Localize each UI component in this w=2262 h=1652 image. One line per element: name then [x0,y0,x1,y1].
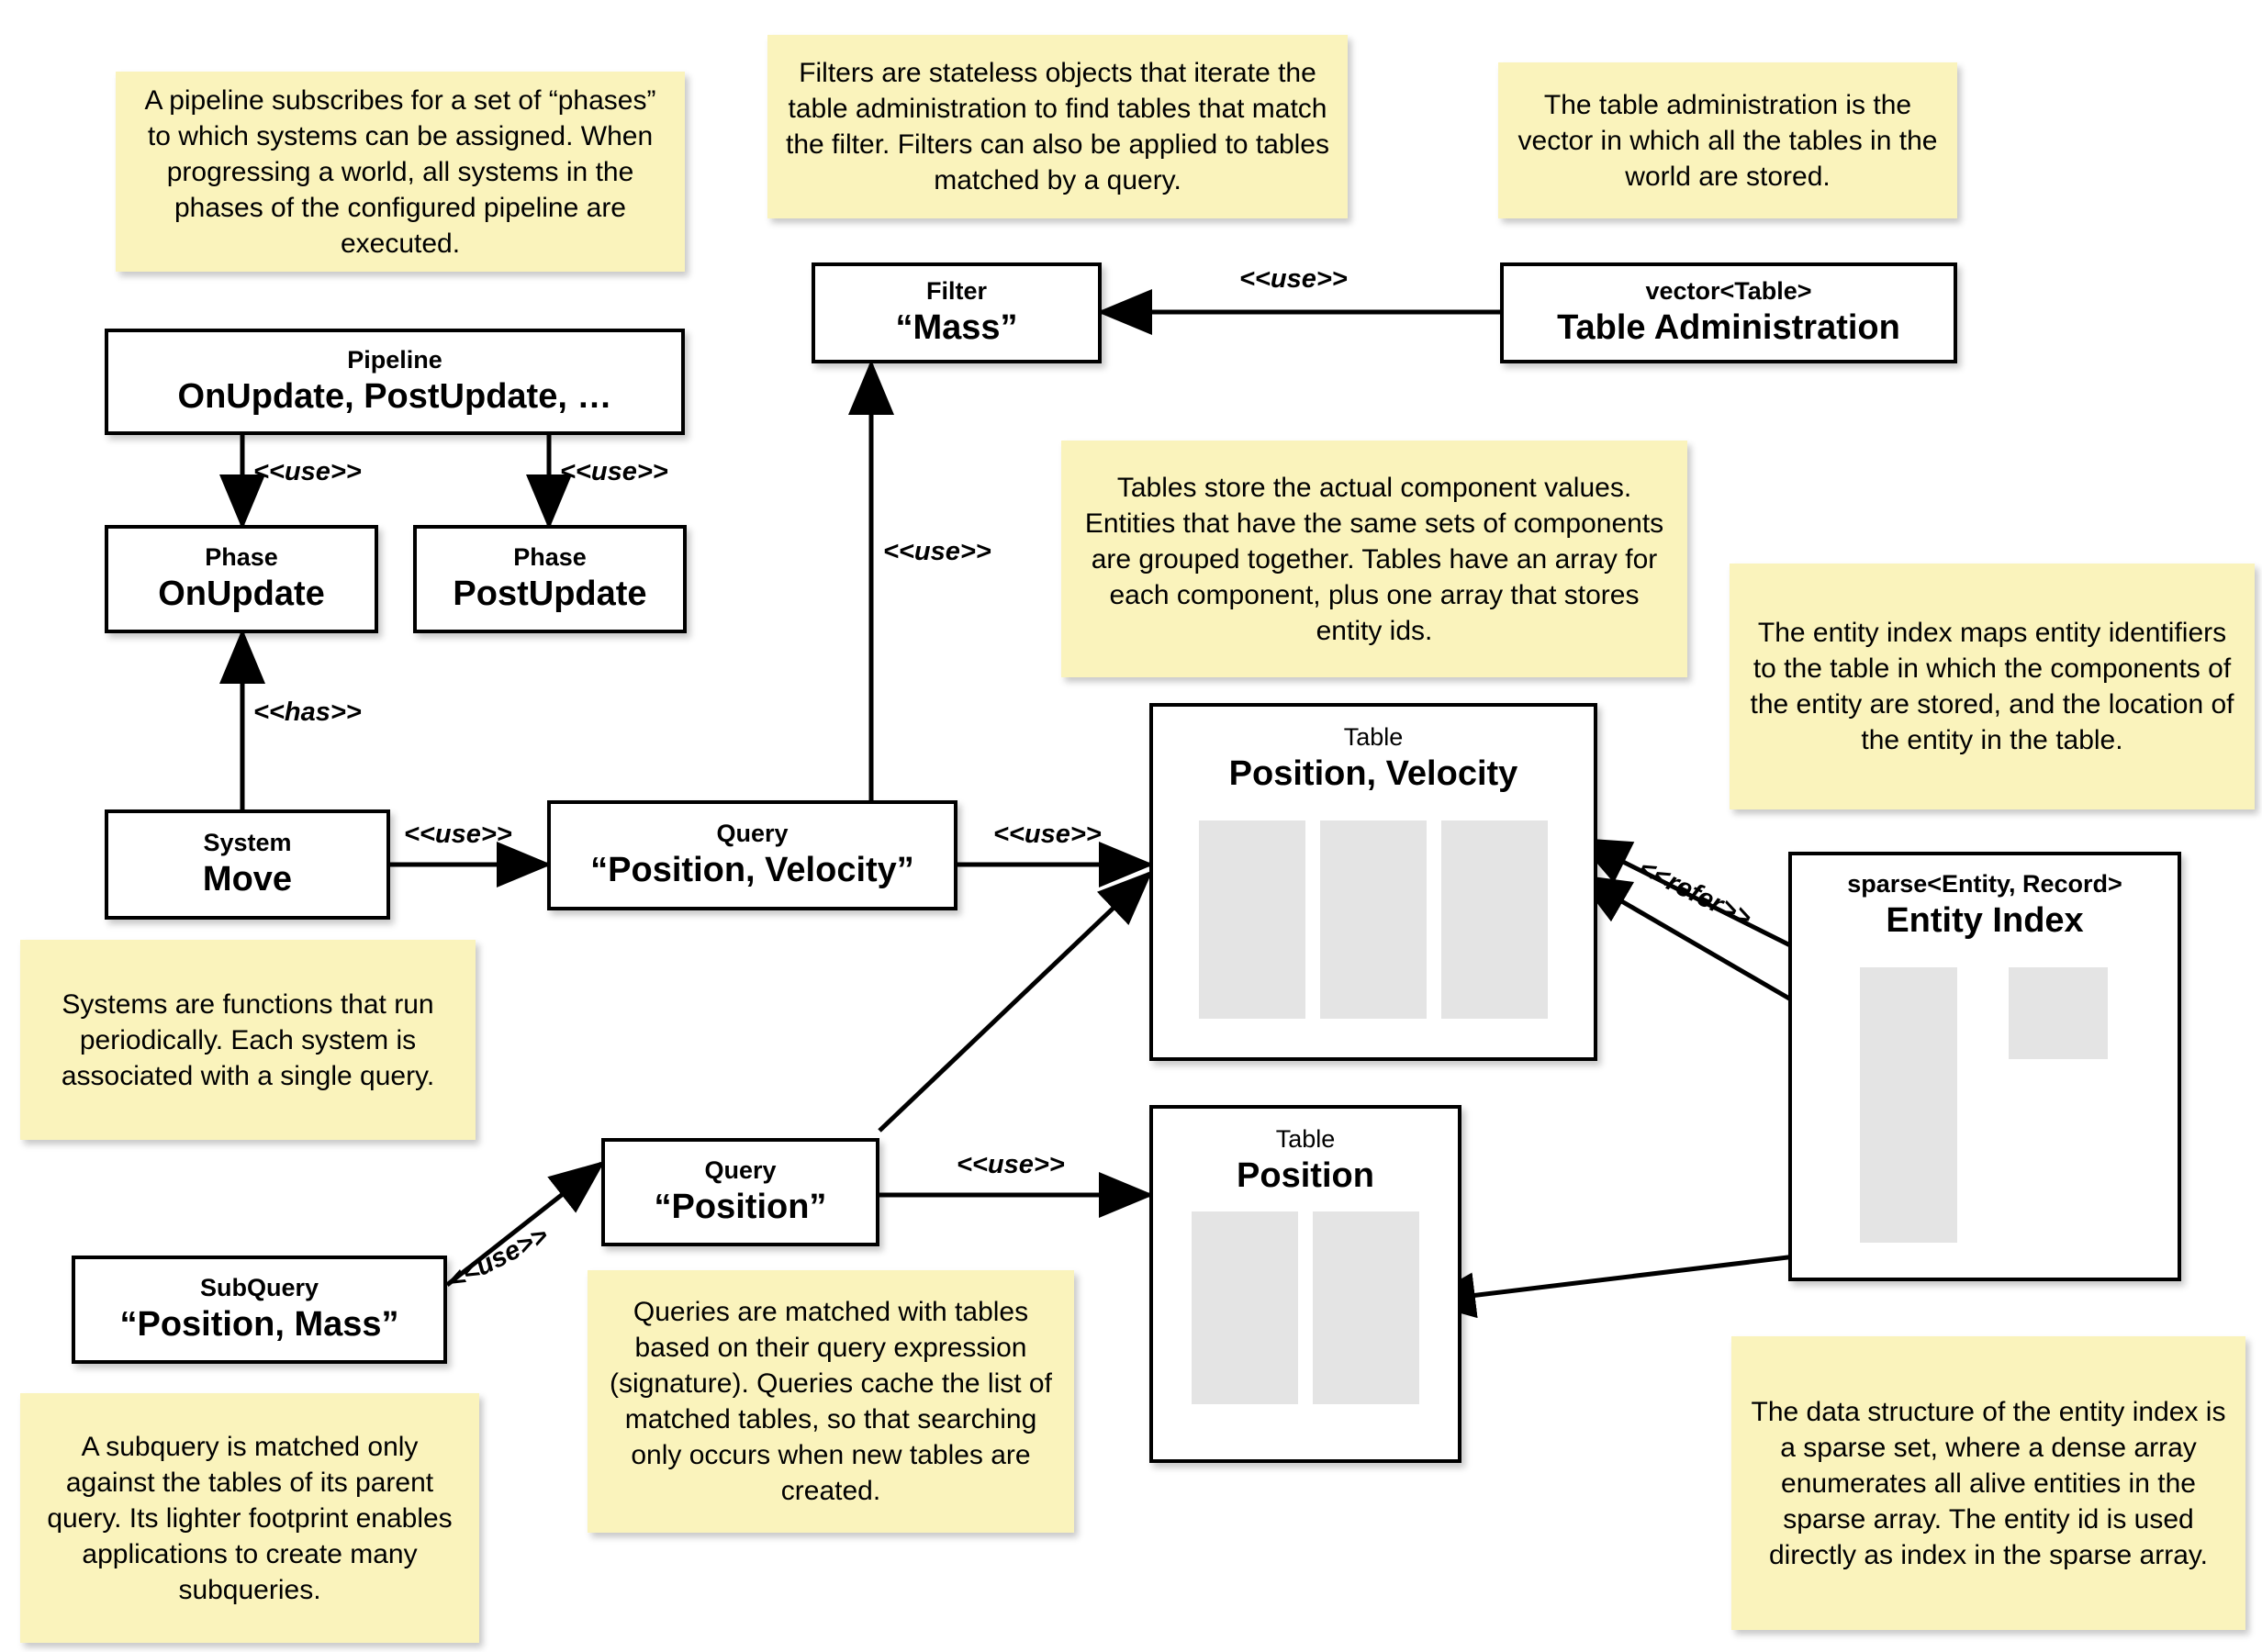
box-query-position-velocity-stereotype: Query [716,820,789,848]
note-table: Tables store the actual component values… [1061,441,1687,677]
edge-label-pipeline-to-phase-postupdate: <<use>> [560,457,668,486]
table-position-columns [1153,1211,1458,1404]
edge-label-query-position-to-table: <<use>> [957,1150,1065,1179]
box-filter-mass-stereotype: Filter [925,277,987,306]
table-pv-column-3 [1441,820,1548,1019]
box-table-position-velocity-stereotype: Table [1343,723,1404,751]
note-query: Queries are matched with tables based on… [588,1270,1074,1533]
table-position-column-2 [1313,1211,1419,1404]
note-table-administration: The table administration is the vector i… [1498,62,1957,218]
box-table-position-velocity-name: Position, Velocity [1228,754,1518,794]
note-sparse-set-text: The data structure of the entity index i… [1751,1396,2226,1570]
edge-label-pipeline-to-phase-onupdate: <<use>> [253,457,362,486]
note-filter-text: Filters are stateless objects that itera… [785,58,1329,195]
note-subquery: A subquery is matched only against the t… [20,1393,479,1643]
edge-query-position-to-table-pv [878,870,1153,1133]
box-entity-index-name: Entity Index [1886,901,2084,941]
table-pv-column-1 [1199,820,1305,1019]
box-filter-mass-name: “Mass” [895,308,1018,348]
box-pipeline-stereotype: Pipeline [347,346,442,374]
box-filter-mass[interactable]: Filter “Mass” [812,262,1102,363]
box-subquery-name: “Position, Mass” [119,1305,399,1345]
note-pipeline: A pipeline subscribes for a set of “phas… [116,72,685,272]
note-pipeline-text: A pipeline subscribes for a set of “phas… [144,84,656,259]
box-query-position-velocity[interactable]: Query “Position, Velocity” [547,800,957,910]
box-system-move-name: Move [202,860,293,899]
edge-label-tableadmin-to-filter: <<use>> [1239,264,1348,294]
box-table-position-name: Position [1237,1156,1374,1196]
entity-index-dense-array [2009,967,2108,1059]
box-subquery-stereotype: SubQuery [199,1274,319,1302]
note-system: Systems are functions that run periodica… [20,940,476,1140]
note-entity-index-text: The entity index maps entity identifiers… [1750,618,2234,755]
note-filter: Filters are stateless objects that itera… [767,35,1348,218]
note-entity-index: The entity index maps entity identifiers… [1730,564,2255,809]
box-system-move-stereotype: System [203,829,292,857]
box-query-position[interactable]: Query “Position” [601,1138,879,1246]
table-position-column-1 [1192,1211,1298,1404]
note-subquery-text: A subquery is matched only against the t… [47,1431,453,1605]
box-table-administration-stereotype: vector<Table> [1645,277,1812,306]
box-phase-postupdate-name: PostUpdate [453,575,647,614]
box-subquery[interactable]: SubQuery “Position, Mass” [72,1256,447,1364]
edge-label-subquery-to-query: <<use>> [443,1221,554,1297]
edge-label-query-pv-to-filter: <<use>> [883,537,991,566]
edge-label-system-to-query: <<use>> [404,820,512,849]
box-query-position-name: “Position” [654,1188,827,1227]
edge-label-system-to-phase: <<has>> [253,698,362,727]
box-table-position-velocity[interactable]: Table Position, Velocity [1149,703,1597,1061]
box-entity-index[interactable]: sparse<Entity, Record> Entity Index [1788,852,2181,1281]
box-table-position[interactable]: Table Position [1149,1105,1461,1463]
box-query-position-velocity-name: “Position, Velocity” [590,851,914,890]
box-system-move[interactable]: System Move [105,809,390,920]
table-pv-column-2 [1320,820,1427,1019]
note-table-text: Tables store the actual component values… [1084,472,1664,646]
box-pipeline[interactable]: Pipeline OnUpdate, PostUpdate, … [105,329,685,435]
box-query-position-stereotype: Query [704,1156,777,1185]
box-table-administration-name: Table Administration [1557,308,1900,348]
box-entity-index-stereotype: sparse<Entity, Record> [1847,870,2122,898]
box-table-administration[interactable]: vector<Table> Table Administration [1500,262,1957,363]
note-table-administration-text: The table administration is the vector i… [1517,89,1938,192]
entity-index-sparse-array [1860,967,1957,1243]
note-sparse-set: The data structure of the entity index i… [1731,1336,2245,1630]
note-query-text: Queries are matched with tables based on… [610,1297,1052,1506]
note-system-text: Systems are functions that run periodica… [61,988,435,1091]
box-phase-postupdate[interactable]: Phase PostUpdate [413,525,687,633]
table-pv-columns [1153,820,1594,1019]
box-pipeline-name: OnUpdate, PostUpdate, … [177,377,612,417]
box-phase-postupdate-stereotype: Phase [513,543,587,572]
box-phase-onupdate-stereotype: Phase [205,543,278,572]
box-table-position-stereotype: Table [1275,1125,1336,1153]
box-phase-onupdate-name: OnUpdate [158,575,325,614]
box-phase-onupdate[interactable]: Phase OnUpdate [105,525,378,633]
edge-label-query-pv-to-table: <<use>> [993,820,1102,849]
edge-label-entity-index-refer: <<refer>> [1633,854,1756,933]
